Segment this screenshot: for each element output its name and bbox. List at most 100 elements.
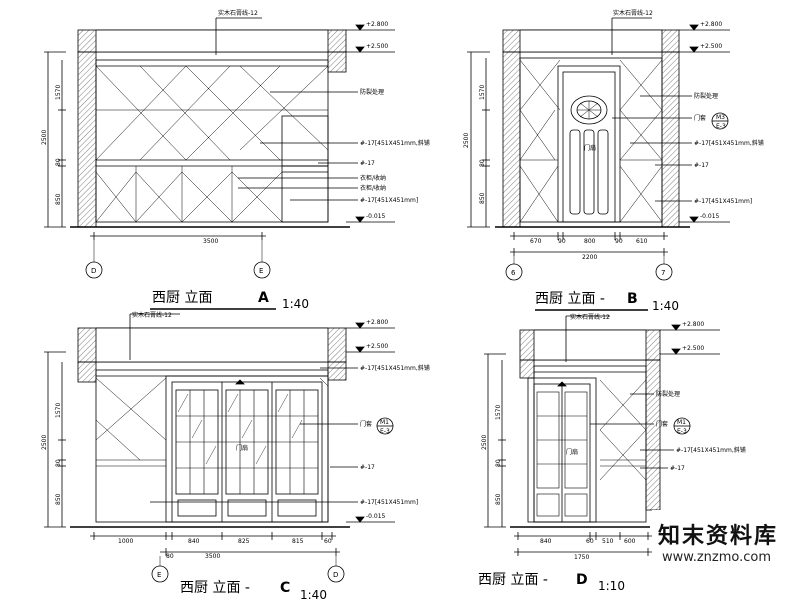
elevation-view-b: 门扇 实木石膏线-12 +2.800 +2.500 -0.015 防裂处理 门套… [463, 9, 764, 313]
svg-text:衣柜/收纳: 衣柜/收纳 [360, 174, 386, 182]
svg-text:西厨 立面 -: 西厨 立面 - [535, 291, 605, 307]
watermark: 知末资料库 www.znzmo.com [652, 510, 800, 600]
svg-text:西厨 立面 -: 西厨 立面 - [478, 572, 548, 588]
svg-text:80: 80 [55, 158, 62, 166]
svg-text:#-17: #-17 [360, 464, 375, 471]
svg-text:850: 850 [479, 192, 486, 204]
svg-text:门扇: 门扇 [566, 448, 578, 456]
svg-text:60: 60 [324, 538, 332, 545]
svg-text:670: 670 [530, 238, 542, 245]
svg-text:600: 600 [624, 538, 636, 545]
view-scale: 1:40 [282, 297, 309, 311]
svg-text:850: 850 [55, 193, 62, 205]
watermark-url: www.znzmo.com [662, 550, 772, 565]
height-dimensions: 2500 1570 80 850 [41, 51, 66, 228]
svg-text:防裂处理: 防裂处理 [360, 88, 384, 96]
elevation-view-a: 实木石膏线-12 +2.800 +2.500 -0.015 防裂处理 #-17[… [41, 9, 430, 311]
svg-text:2500: 2500 [463, 133, 470, 148]
callout-bottom: E-3 [716, 123, 726, 130]
svg-text:1570: 1570 [55, 403, 62, 418]
svg-text:3500: 3500 [205, 553, 220, 560]
svg-text:1570: 1570 [479, 85, 486, 100]
svg-text:610: 610 [636, 238, 648, 245]
svg-text:90: 90 [615, 238, 623, 245]
svg-text:门套: 门套 [694, 114, 706, 122]
svg-text:M1: M1 [677, 419, 686, 426]
svg-text:#-17[451X451mm]: #-17[451X451mm] [694, 198, 752, 205]
svg-text:80: 80 [55, 459, 62, 467]
svg-text:60: 60 [586, 538, 594, 545]
callout-top: M3 [716, 114, 725, 121]
svg-text:M1: M1 [380, 419, 389, 426]
svg-text:实木石膏线-12: 实木石膏线-12 [570, 313, 610, 321]
svg-text:#-17[451X451mm]: #-17[451X451mm] [360, 499, 418, 506]
grid-bubble-d-c: D [333, 571, 338, 579]
elevation-view-d: 门扇 实木石膏线-12 +2.800 +2.500 防裂处理 门套 M1 E-3… [478, 313, 746, 593]
svg-text:815: 815 [292, 538, 304, 545]
svg-text:#-17: #-17 [694, 162, 709, 169]
svg-text:2200: 2200 [582, 254, 597, 261]
view-letter: A [258, 290, 269, 306]
svg-text:-0.015: -0.015 [700, 213, 720, 220]
door-glass-panels [175, 389, 319, 517]
svg-text:1:40: 1:40 [300, 588, 327, 600]
grid-bubble-e: E [259, 267, 263, 275]
svg-text:-0.015: -0.015 [366, 513, 386, 520]
svg-text:1000: 1000 [118, 538, 133, 545]
svg-text:1:10: 1:10 [598, 579, 625, 593]
svg-text:+2.500: +2.500 [700, 43, 722, 50]
view-title: 西厨 立面 [152, 290, 212, 306]
svg-text:衣柜/收纳: 衣柜/收纳 [360, 184, 386, 192]
svg-text:2500: 2500 [481, 435, 488, 450]
svg-text:2500: 2500 [41, 435, 48, 450]
svg-text:1750: 1750 [574, 554, 589, 561]
grid-bubble-d: D [91, 267, 96, 275]
svg-text:850: 850 [55, 493, 62, 505]
svg-text:-0.015: -0.015 [366, 213, 386, 220]
svg-text:2500: 2500 [41, 130, 48, 145]
material-notes: 防裂处理 #-17[451X451mm,斜铺 #-17 衣柜/收纳 衣柜/收纳 … [238, 88, 430, 204]
level-markers: +2.800 +2.500 -0.015 [346, 21, 395, 223]
svg-text:850: 850 [495, 493, 502, 505]
svg-text:+2.800: +2.800 [700, 21, 722, 28]
svg-text:80: 80 [479, 159, 486, 167]
top-label: 实木石膏线-12 [218, 9, 258, 17]
svg-text:#-17[451X451mm]: #-17[451X451mm] [360, 197, 418, 204]
svg-text:800: 800 [584, 238, 596, 245]
svg-text:C: C [280, 580, 290, 596]
svg-text:门套: 门套 [360, 420, 372, 428]
svg-text:+2.800: +2.800 [682, 321, 704, 328]
width-dimension: 3500 [203, 238, 218, 245]
svg-text:90: 90 [558, 238, 566, 245]
svg-text:+2.500: +2.500 [682, 345, 704, 352]
svg-text:西厨 立面 -: 西厨 立面 - [180, 580, 250, 596]
svg-text:D: D [576, 572, 588, 588]
svg-text:510: 510 [602, 538, 614, 545]
svg-text:#-17: #-17 [360, 160, 375, 167]
grid-bubble-6: 6 [511, 269, 516, 277]
svg-text:实木石膏线-12: 实木石膏线-12 [132, 311, 172, 319]
svg-text:E-3: E-3 [677, 428, 687, 435]
svg-text:#-17[451X451mm,斜铺: #-17[451X451mm,斜铺 [676, 446, 746, 454]
svg-text:门扇: 门扇 [236, 444, 248, 452]
svg-text:E-3: E-3 [380, 428, 390, 435]
svg-text:80: 80 [495, 459, 502, 467]
watermark-name: 知末资料库 [658, 524, 779, 549]
svg-text:+2.500: +2.500 [366, 343, 388, 350]
svg-text:门套: 门套 [656, 420, 668, 428]
grid-bubble-7: 7 [661, 269, 665, 277]
svg-text:+2.500: +2.500 [366, 43, 388, 50]
svg-text:防裂处理: 防裂处理 [656, 390, 680, 398]
elevation-view-c: 门扇 实木石膏线-12 +2.800 +2.500 -0.015 #-17[45… [41, 311, 430, 602]
svg-text:825: 825 [238, 538, 250, 545]
svg-text:840: 840 [540, 538, 552, 545]
svg-text:1570: 1570 [495, 405, 502, 420]
svg-text:840: 840 [188, 538, 200, 545]
door-label: 门扇 [584, 144, 596, 152]
svg-text:#-17[451X451mm,斜铺: #-17[451X451mm,斜铺 [360, 139, 430, 147]
svg-text:+2.800: +2.800 [366, 319, 388, 326]
svg-text:#-17: #-17 [670, 465, 685, 472]
svg-text:1570: 1570 [55, 85, 62, 100]
svg-text:实木石膏线-12: 实木石膏线-12 [613, 9, 653, 17]
